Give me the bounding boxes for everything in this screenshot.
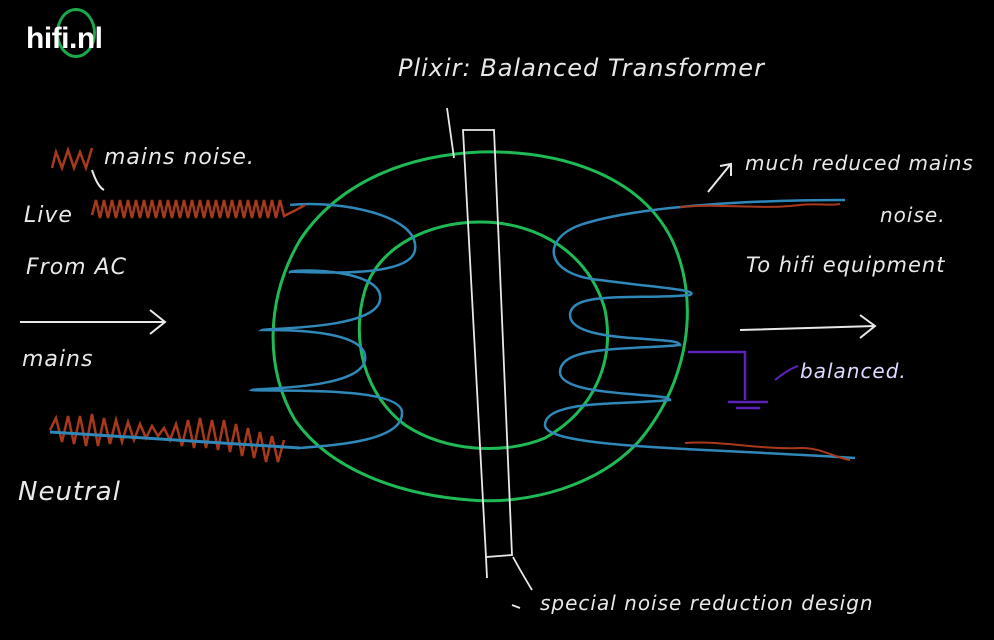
mains-noise-label: mains noise. (104, 145, 255, 170)
special-design-label: special noise reduction design (540, 591, 874, 615)
noise-pointer-curve (91, 169, 105, 191)
from-ac-label: From AC (26, 255, 127, 280)
special-pointer (512, 556, 533, 591)
toroid-outer-ring (271, 150, 689, 503)
hifi-logo: hifi.nl (26, 22, 103, 55)
reduced-noise-neutral (684, 441, 851, 461)
reduced-noise-arrow (707, 162, 732, 193)
neutral-label: Neutral (18, 477, 121, 507)
special-pointer-tick (511, 604, 521, 609)
noise-symbol-wave (50, 146, 94, 172)
to-hifi-label: To hifi equipment (746, 253, 945, 277)
reduced-noise-label-line2: noise. (880, 203, 946, 227)
live-label: Live (24, 203, 73, 228)
mains-label: mains (22, 347, 93, 372)
balanced-pointer (774, 365, 799, 381)
reduced-noise-label-line1: much reduced mains (745, 151, 974, 175)
neutral-line (49, 430, 301, 450)
from-ac-arrow (20, 309, 167, 335)
core-plate (462, 129, 513, 558)
reduced-noise-live (679, 203, 841, 208)
logo-ring (56, 8, 96, 58)
neutral-noise-wave (48, 413, 286, 463)
title-label: Plixir: Balanced Transformer (398, 54, 766, 82)
secondary-winding (543, 198, 856, 460)
to-hifi-arrow (739, 314, 877, 339)
plate-top-line (446, 107, 455, 159)
balanced-ground-symbol (688, 350, 768, 410)
plate-bottom-line (485, 556, 488, 579)
balanced-label: balanced. (800, 359, 907, 383)
toroid-inner-ring (357, 220, 609, 451)
live-noise-wave (90, 199, 306, 219)
primary-winding (248, 202, 417, 450)
